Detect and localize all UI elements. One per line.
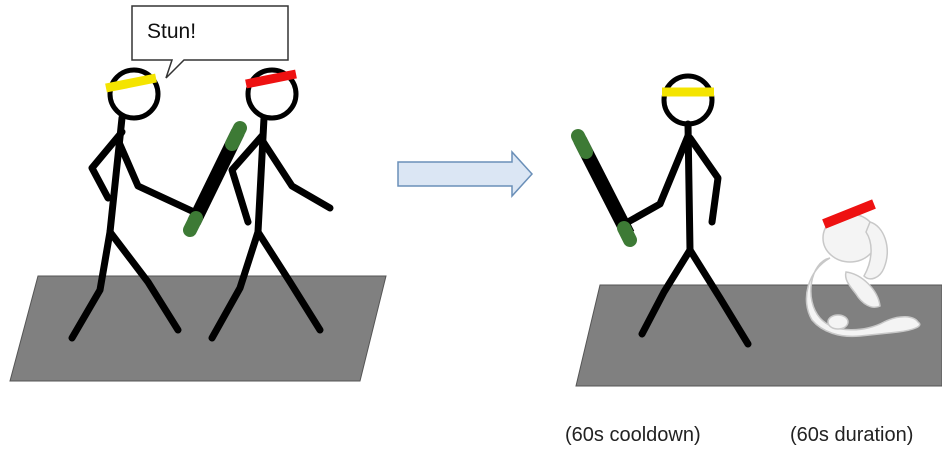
right-floor xyxy=(576,285,942,386)
cooldown-caption: (60s cooldown) xyxy=(565,424,701,447)
baton-after xyxy=(578,136,630,240)
speech-bubble-text: Stun! xyxy=(147,20,196,43)
duration-caption: (60s duration) xyxy=(790,424,913,447)
left-floor xyxy=(10,276,386,381)
speech-bubble: Stun! xyxy=(132,6,288,78)
transition-arrow xyxy=(398,152,532,196)
